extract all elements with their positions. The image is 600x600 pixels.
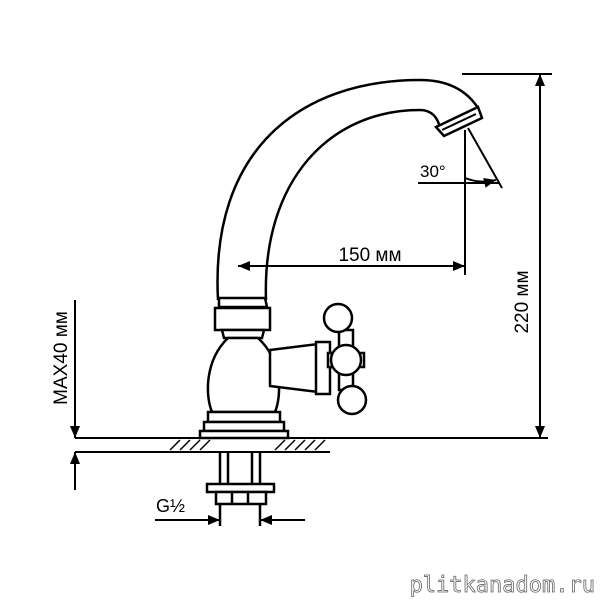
reach-dimension [238, 130, 466, 275]
angle-label: 30° [420, 162, 446, 181]
angle-dimension [418, 127, 503, 189]
mounting-nut [205, 482, 276, 506]
reach-label: 150 мм [338, 245, 401, 266]
watermark: plitkanadom.ru [410, 573, 595, 598]
height-dimension [462, 73, 552, 438]
countertop [75, 437, 548, 453]
thread-label: G½ [156, 496, 185, 516]
faucet-spout [216, 78, 484, 301]
faucet-body [198, 296, 290, 440]
cross-handle [322, 302, 368, 416]
height-label: 220 мм [512, 270, 533, 333]
deck-hatching [169, 439, 326, 451]
max-deck-label: MAX40 мм [51, 311, 72, 405]
valve-cartridge [268, 340, 332, 396]
